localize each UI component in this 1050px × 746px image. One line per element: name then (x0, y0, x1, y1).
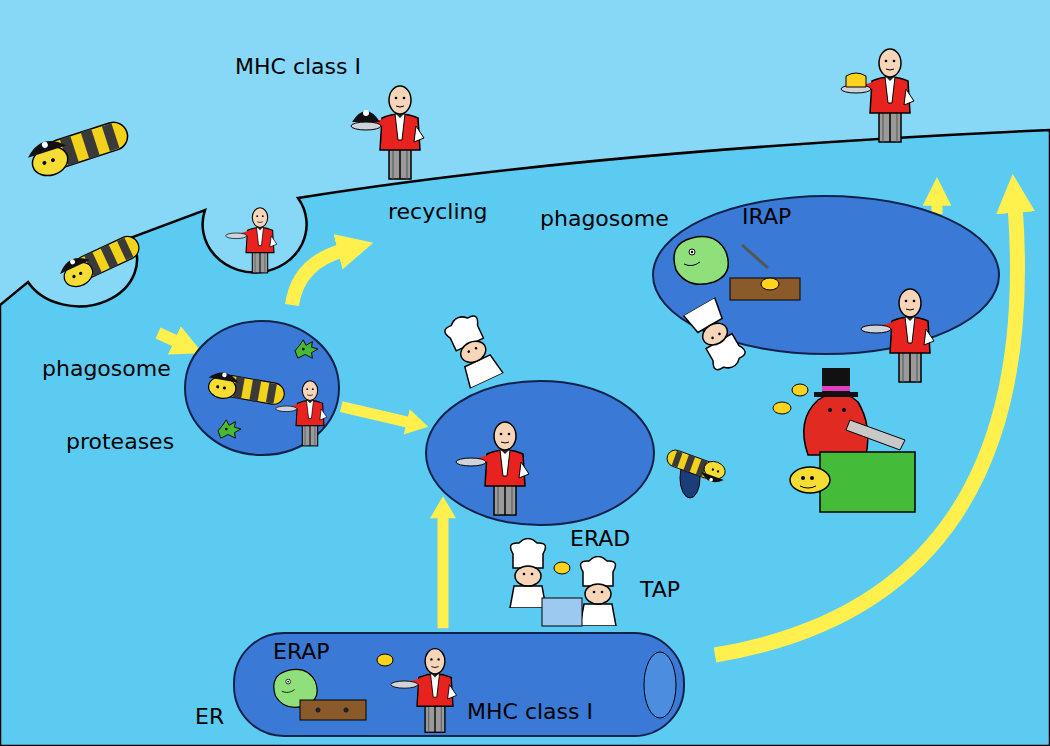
uptake-arrow (158, 333, 180, 343)
knife (742, 245, 768, 268)
waiter-figure (226, 208, 277, 273)
protease-figure (218, 420, 241, 438)
pathogen-retro (664, 445, 728, 485)
er-channel (644, 652, 676, 718)
board-hole (344, 708, 349, 713)
cell-membrane (0, 130, 1050, 746)
waiter-figure (276, 381, 327, 446)
chef-figure (580, 557, 616, 627)
waiter-figure (841, 49, 914, 142)
transporter-box (542, 598, 582, 626)
waiter-figure (351, 86, 424, 179)
enzyme-figure (274, 669, 317, 707)
pathogen-outside (25, 117, 133, 181)
enzyme-figure (674, 237, 728, 285)
er-compartment: ERERAPMHC class I (233, 632, 685, 737)
membrane-pore (680, 458, 700, 498)
compartment-label: ERAD (570, 527, 630, 551)
transport-arrow (341, 407, 428, 435)
compartment-label: IRAP (742, 205, 791, 229)
erad-figure (790, 368, 915, 512)
pirate-hat (352, 111, 380, 122)
cheese-piece (792, 384, 808, 396)
transport-arrow (430, 496, 456, 628)
cheese-piece (761, 278, 779, 290)
chef-figure (441, 310, 503, 388)
compartment-label: ERAP (273, 640, 330, 664)
chef-figure (510, 539, 546, 609)
compartment-label: proteases (66, 430, 174, 454)
pathogen-digest (205, 370, 286, 409)
cheese-piece (773, 402, 791, 414)
part-label: recycling (388, 200, 487, 224)
cutting-board (300, 700, 366, 720)
part-label: MHC class I (235, 55, 361, 79)
chef-figure (683, 297, 749, 375)
compartment-outline (652, 195, 1000, 355)
cheese-piece (846, 73, 866, 87)
pathogen-uptake (57, 231, 144, 291)
cheese-piece (377, 654, 393, 666)
compartment-label: ER (195, 705, 224, 729)
compartment-outline (184, 320, 340, 456)
board-hole (316, 708, 321, 713)
compartment-label: phagosome (540, 207, 669, 231)
part-label: TAP (640, 578, 680, 602)
compartment-label: phagosome (42, 357, 171, 381)
recycling-arrow (292, 250, 345, 305)
compartment-oval: ERAD (425, 380, 655, 526)
compartment-oval: phagosomeproteases (184, 320, 340, 456)
waiter-figure (861, 289, 934, 382)
cutting-board (730, 278, 800, 300)
protease-figure (295, 340, 318, 358)
compartment-oval: phagosomeIRAP (652, 195, 1000, 355)
skull-mark (363, 110, 369, 116)
compartment-outline (425, 380, 655, 526)
compartment-label: MHC class I (467, 700, 593, 724)
waiter-figure (391, 649, 457, 733)
waiter-figure (456, 422, 529, 515)
cheese-piece (554, 562, 570, 574)
